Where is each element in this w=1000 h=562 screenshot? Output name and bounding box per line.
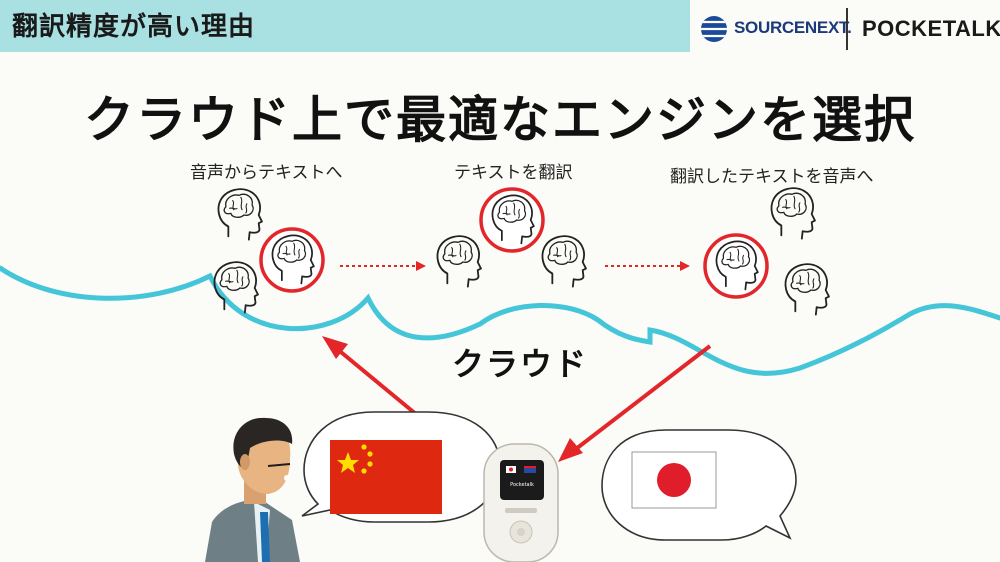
cloud-label: クラウド (452, 345, 589, 383)
logo-divider (846, 8, 848, 50)
brain-head-icon (770, 187, 816, 240)
device-screen-text: Pocketalk (510, 482, 534, 488)
china-flag-icon (330, 440, 442, 514)
china-flag-bubble (301, 411, 501, 523)
selected-engine-circle (703, 233, 769, 299)
selected-engine-circle (259, 227, 325, 293)
speaker-person-icon (205, 417, 300, 562)
pocketalk-logo: POCKETALK (862, 16, 1000, 41)
title-banner: 翻訳精度が高い理由 (0, 0, 690, 52)
sourcenext-logo: SOURCENEXT. (734, 18, 852, 37)
brain-head-icon (436, 235, 482, 288)
brain-head-icon (217, 188, 263, 241)
brain-head-icon (213, 261, 259, 314)
banner-title: 翻訳精度が高い理由 (12, 12, 256, 42)
step-label-text-to-speech: 翻訳したテキストを音声へ (670, 167, 874, 187)
brain-head-icon (784, 263, 830, 316)
pocketalk-device-icon: Pocketalk (483, 443, 559, 562)
japan-flag-bubble (601, 429, 797, 541)
brain-head-icon (541, 235, 587, 288)
sourcenext-globe-icon (701, 16, 727, 42)
step-label-translate: テキストを翻訳 (454, 163, 573, 183)
download-arrow (570, 344, 712, 454)
step-label-speech-to-text: 音声からテキストへ (190, 163, 343, 183)
headline: クラウド上で最適なエンジンを選択 (84, 91, 916, 149)
selected-engine-circle (479, 187, 545, 253)
